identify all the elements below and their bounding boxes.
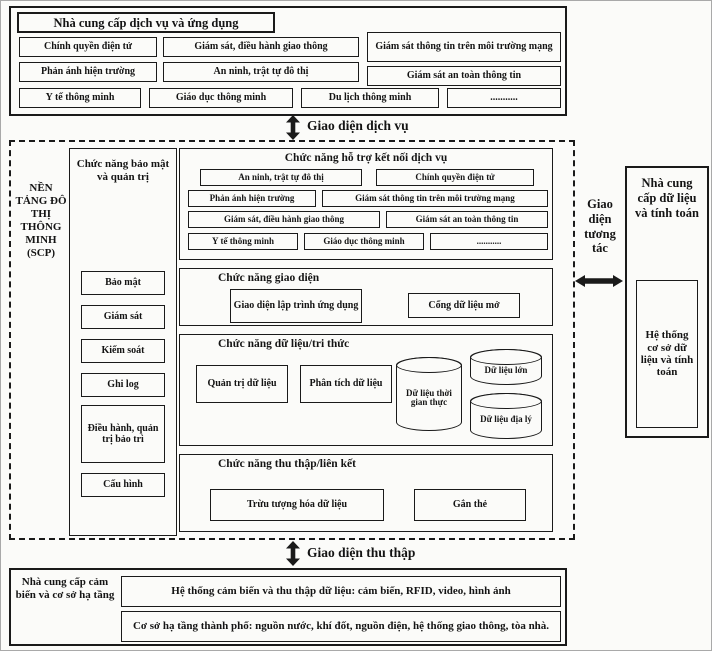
data-provider-title: Nhà cung cấp dữ liệu và tính toán	[635, 176, 699, 220]
provider-smart-tourism: Du lịch thông minh	[301, 88, 439, 108]
service-providers-section: Nhà cung cấp dịch vụ và ứng dụng Chính q…	[9, 6, 567, 116]
collection-functions-box: Chức năng thu thập/liên kết Trừu tượng h…	[179, 454, 553, 532]
interaction-interface-label: Giao diện tương tác	[584, 197, 616, 256]
data-item-quantri: Quản trị dữ liệu	[196, 365, 288, 403]
connect-item-yte: Y tế thông minh	[188, 233, 298, 250]
data-item-phantich: Phân tích dữ liệu	[300, 365, 392, 403]
service-interface-arrow-icon	[286, 115, 300, 140]
data-provider-box: Nhà cung cấp dữ liệu và tính toán Hệ thố…	[625, 166, 709, 438]
connect-item-giaoduc: Giáo dục thông minh	[304, 233, 424, 250]
connect-item-anninh: An ninh, trật tự đô thị	[200, 169, 362, 186]
service-connect-box: Chức năng hỗ trợ kết nối dịch vụ An ninh…	[179, 148, 553, 260]
security-admin-box: Chức năng bảo mật và quản trị Bảo mật Gi…	[69, 148, 177, 536]
interface-item-api: Giao diện lập trình ứng dụng	[230, 289, 362, 323]
connect-item-chinhquyen: Chính quyền điện tử	[376, 169, 534, 186]
security-item-giamsat: Giám sát	[81, 305, 165, 329]
security-item-cauhinh: Cấu hình	[81, 473, 165, 497]
collection-interface-arrow-icon	[286, 541, 300, 566]
interface-functions-box: Chức năng giao diện Giao diện lập trình …	[179, 268, 553, 326]
collection-functions-title: Chức năng thu thập/liên kết	[218, 458, 356, 470]
connect-item-phananh: Phản ánh hiện trường	[188, 190, 316, 207]
datastore-realtime-cylinder: Dữ liệu thời gian thực	[396, 357, 462, 431]
service-interface-label: Giao diện dịch vụ	[307, 118, 409, 133]
provider-ellipsis: ...........	[447, 88, 561, 108]
provider-urban-security: An ninh, trật tự đô thị	[163, 62, 359, 82]
data-knowledge-box: Chức năng dữ liệu/tri thức Quản trị dữ l…	[179, 334, 553, 446]
datastore-geo-cylinder: Dữ liệu địa lý	[470, 393, 542, 439]
interface-functions-title: Chức năng giao diện	[218, 272, 320, 284]
service-providers-title: Nhà cung cấp dịch vụ và ứng dụng	[17, 12, 275, 33]
infrastructure-title: Nhà cung cấp cảm biến và cơ sở hạ tầng	[15, 576, 115, 601]
connect-item-giaothong: Giám sát, điều hành giao thông	[188, 211, 380, 228]
security-item-dieuhanh: Điều hành, quản trị bảo trì	[81, 405, 165, 463]
connect-item-antoan: Giám sát an toàn thông tin	[386, 211, 548, 228]
sensor-system-row: Hệ thống cảm biến và thu thập dữ liệu: c…	[121, 576, 561, 607]
collect-item-abstraction: Trừu tượng hóa dữ liệu	[210, 489, 384, 521]
service-connect-title: Chức năng hỗ trợ kết nối dịch vụ	[284, 152, 448, 164]
platform-name: NỀN TẢNG ĐÔ THỊ THÔNG MINH (SCP)	[15, 182, 67, 259]
interaction-arrow-icon	[575, 275, 623, 287]
security-item-kiemsoat: Kiểm soát	[81, 339, 165, 363]
provider-infosec-monitoring: Giám sát an toàn thông tin	[367, 66, 561, 86]
data-knowledge-title: Chức năng dữ liệu/tri thức	[218, 338, 350, 350]
provider-network-monitoring: Giám sát thông tin trên môi trường mạng	[367, 32, 561, 62]
collection-interface-label: Giao diện thu thập	[307, 545, 416, 560]
provider-field-report: Phản ánh hiện trường	[19, 62, 157, 82]
provider-smart-education: Giáo dục thông minh	[149, 88, 293, 108]
provider-traffic-control: Giám sát, điều hành giao thông	[163, 37, 359, 57]
infrastructure-section: Nhà cung cấp cảm biến và cơ sở hạ tầng H…	[9, 568, 567, 646]
provider-smart-health: Y tế thông minh	[19, 88, 141, 108]
interface-item-opendata: Cổng dữ liệu mở	[408, 293, 520, 318]
connect-item-ellipsis: ...........	[430, 233, 548, 250]
provider-egov: Chính quyền điện tử	[19, 37, 157, 57]
security-admin-title: Chức năng bảo mật và quản trị	[76, 158, 170, 183]
datastore-bigdata-cylinder: Dữ liệu lớn	[470, 349, 542, 385]
collect-item-tagging: Gắn thẻ	[414, 489, 526, 521]
city-infrastructure-row: Cơ sở hạ tầng thành phố: nguồn nước, khí…	[121, 611, 561, 642]
connect-item-giamsat-mang: Giám sát thông tin trên môi trường mạng	[322, 190, 548, 207]
security-item-baomat: Bảo mật	[81, 271, 165, 295]
data-provider-system: Hệ thống cơ sở dữ liệu và tính toán	[636, 280, 698, 428]
platform-section: NỀN TẢNG ĐÔ THỊ THÔNG MINH (SCP) Chức nă…	[9, 140, 575, 540]
security-item-ghilog: Ghi log	[81, 373, 165, 397]
